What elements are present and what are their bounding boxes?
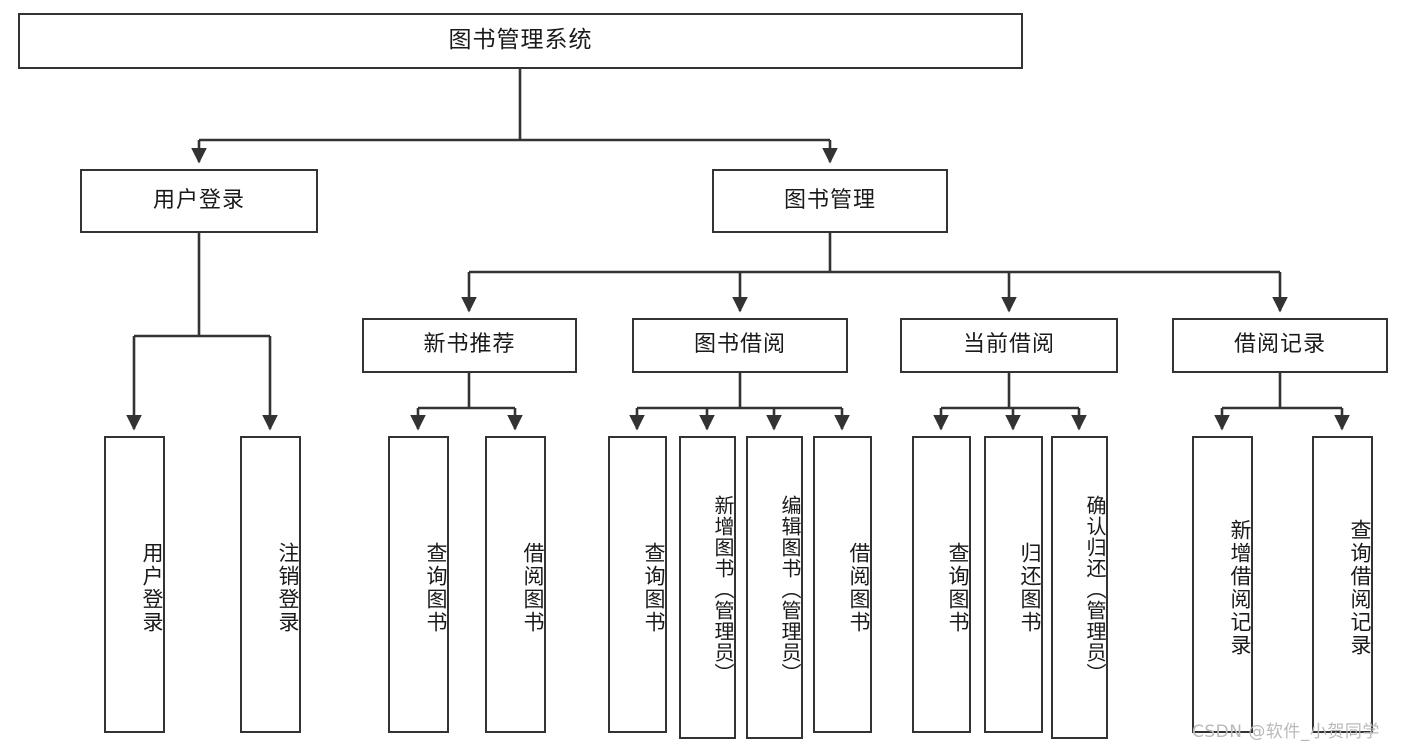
- leaf-borrow-do[interactable]: 借阅图书: [813, 436, 872, 733]
- edge-group-current-borrow: [933, 373, 1087, 431]
- leaf-rec-add-label: 新增借阅记录: [1228, 518, 1252, 657]
- leaf-cur-query-label: 查询图书: [946, 541, 970, 634]
- leaf-cur-return[interactable]: 归还图书: [984, 436, 1043, 733]
- leaf-rec-borrow[interactable]: 借阅图书: [485, 436, 546, 733]
- leaf-borrow-query-label: 查询图书: [642, 541, 666, 634]
- node-user-login[interactable]: 用户登录: [80, 169, 318, 233]
- leaf-cur-confirm-label: 确认归还（管理员）: [1083, 495, 1107, 684]
- node-borrow-record[interactable]: 借阅记录: [1172, 318, 1388, 373]
- leaf-user-login-label: 用户登录: [140, 541, 164, 634]
- leaf-rec-query-label: 查询图书: [424, 541, 448, 634]
- leaf-rec-query[interactable]: 查询图书: [388, 436, 449, 733]
- edge-group-new-book-rec: [410, 373, 523, 431]
- edge-group-borrow-record: [1214, 373, 1350, 431]
- leaf-cur-query[interactable]: 查询图书: [912, 436, 971, 733]
- node-root[interactable]: 图书管理系统: [18, 13, 1023, 69]
- leaf-borrow-query[interactable]: 查询图书: [608, 436, 667, 733]
- edge-group-root: [191, 69, 838, 164]
- edge-group-book-borrow: [629, 373, 850, 431]
- node-current-borrow[interactable]: 当前借阅: [900, 318, 1118, 373]
- leaf-rec-borrow-label: 借阅图书: [521, 541, 545, 634]
- node-new-book-rec-label: 新书推荐: [423, 332, 516, 358]
- node-book-manage-label: 图书管理: [783, 187, 876, 213]
- node-book-manage[interactable]: 图书管理: [712, 169, 948, 233]
- node-current-borrow-label: 当前借阅: [962, 332, 1055, 358]
- leaf-user-logout[interactable]: 注销登录: [240, 436, 301, 733]
- node-book-borrow[interactable]: 图书借阅: [632, 318, 848, 373]
- leaf-cur-return-label: 归还图书: [1018, 541, 1042, 634]
- csdn-watermark: CSDN @软件_小贺同学: [1192, 722, 1380, 742]
- leaf-cur-confirm[interactable]: 确认归还（管理员）: [1051, 436, 1108, 739]
- node-new-book-rec[interactable]: 新书推荐: [362, 318, 577, 373]
- leaf-rec-add[interactable]: 新增借阅记录: [1192, 436, 1253, 733]
- leaf-user-login[interactable]: 用户登录: [104, 436, 165, 733]
- leaf-user-logout-label: 注销登录: [276, 541, 300, 634]
- leaf-borrow-add[interactable]: 新增图书（管理员）: [679, 436, 736, 739]
- leaf-rec-search[interactable]: 查询借阅记录: [1312, 436, 1373, 733]
- leaf-borrow-edit[interactable]: 编辑图书（管理员）: [746, 436, 803, 739]
- node-book-borrow-label: 图书借阅: [693, 332, 786, 358]
- leaf-rec-search-label: 查询借阅记录: [1348, 518, 1372, 657]
- node-user-login-label: 用户登录: [152, 187, 245, 213]
- leaf-borrow-edit-label: 编辑图书（管理员）: [778, 495, 802, 684]
- edge-group-user-login: [126, 233, 278, 431]
- edge-group-book-manage: [461, 233, 1288, 313]
- leaf-borrow-do-label: 借阅图书: [847, 541, 871, 634]
- leaf-borrow-add-label: 新增图书（管理员）: [711, 495, 735, 684]
- node-borrow-record-label: 借阅记录: [1233, 332, 1326, 358]
- node-root-label: 图书管理系统: [448, 27, 593, 54]
